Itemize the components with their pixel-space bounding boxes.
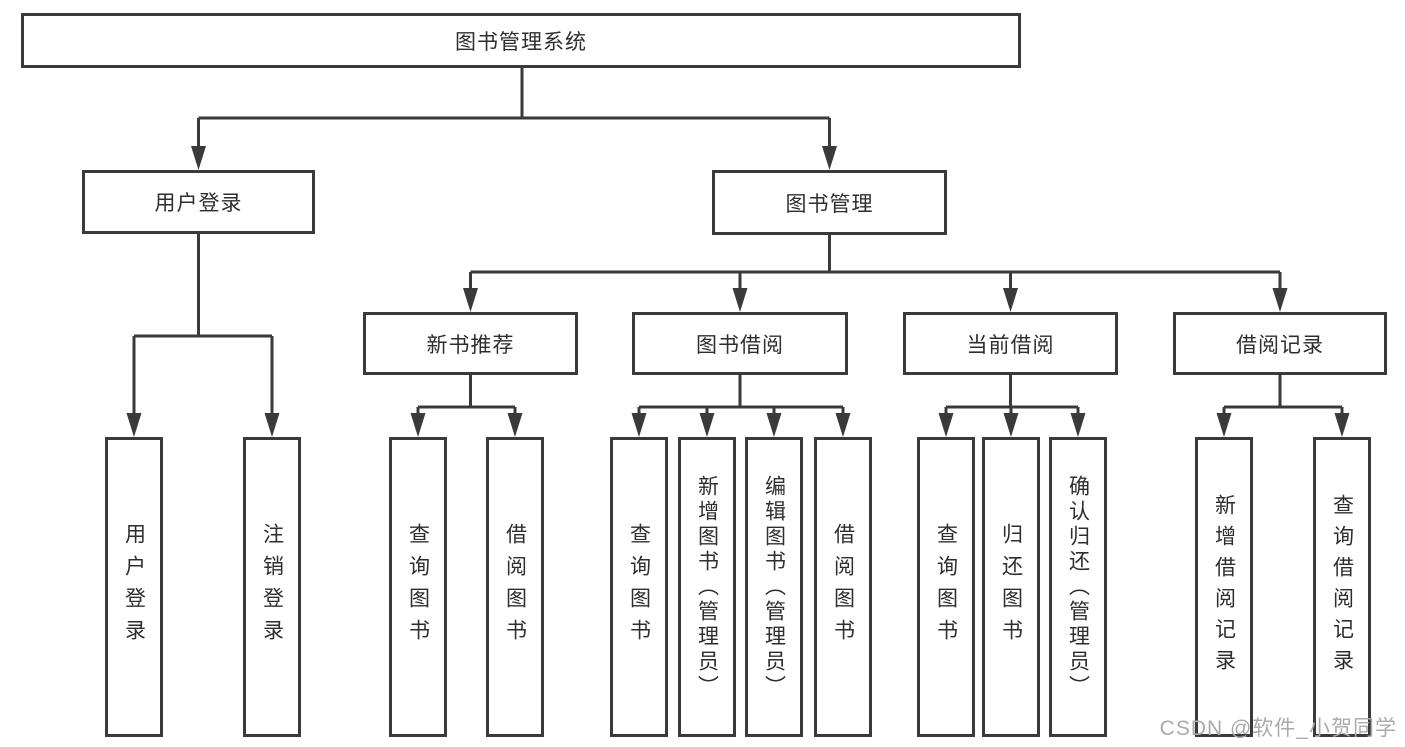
arrowheads: [126, 146, 1350, 437]
leaf-confirm-return-admin: 确认归还（管理员）: [1049, 437, 1107, 737]
leaf-edit-books-admin: 编辑图书（管理员）: [745, 437, 803, 737]
node-root-system: 图书管理系统: [21, 13, 1021, 68]
leaf-borrow-books-bb: 借阅图书: [814, 437, 872, 737]
leaf-add-borrow-record: 新增借阅记录: [1195, 437, 1253, 737]
node-new-book-recommend: 新书推荐: [363, 312, 578, 375]
leaf-query-books-cb: 查询图书: [917, 437, 975, 737]
node-book-management: 图书管理: [712, 170, 947, 235]
leaf-query-borrow-record: 查询借阅记录: [1313, 437, 1371, 737]
leaf-add-books-admin: 新增图书（管理员）: [678, 437, 736, 737]
node-borrowing-records: 借阅记录: [1173, 312, 1387, 375]
leaf-query-books-nb: 查询图书: [389, 437, 447, 737]
node-current-borrowing: 当前借阅: [903, 312, 1118, 375]
node-user-login: 用户登录: [82, 170, 315, 234]
leaf-return-books: 归还图书: [982, 437, 1040, 737]
leaf-query-books-bb: 查询图书: [610, 437, 668, 737]
csdn-watermark: CSDN @软件_小贺同学: [1159, 717, 1397, 740]
leaf-logout: 注销登录: [243, 437, 301, 737]
leaf-borrow-books-nb: 借阅图书: [486, 437, 544, 737]
node-book-borrowing: 图书借阅: [632, 312, 848, 375]
leaf-user-login: 用户登录: [105, 437, 163, 737]
